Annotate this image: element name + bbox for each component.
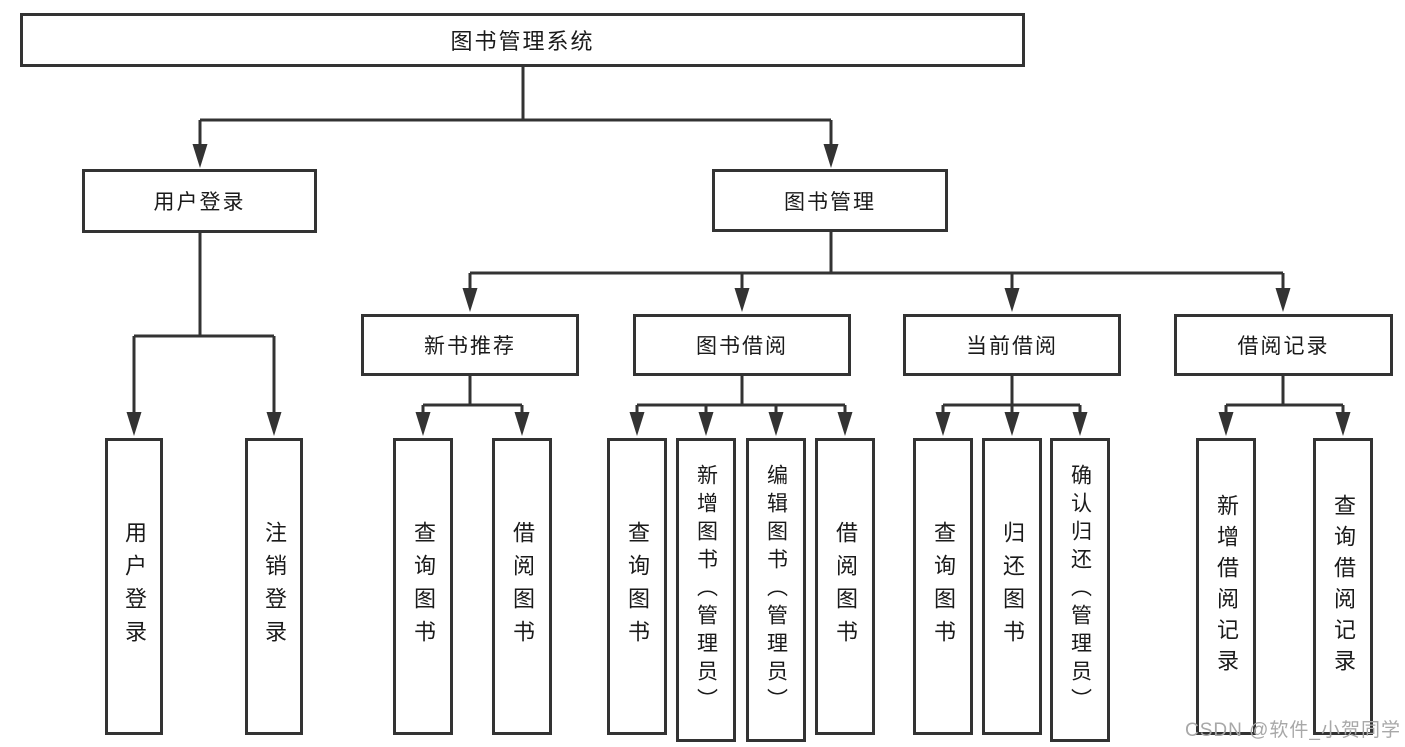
leaf-query-books: 查询图书 (913, 438, 973, 735)
node-new-book-recommendation: 新书推荐 (361, 314, 579, 376)
leaf-query-books: 查询图书 (607, 438, 667, 735)
leaf-query-borrow-record: 查询借阅记录 (1313, 438, 1373, 735)
leaf-add-book-admin: 新增图书（管理员） (676, 438, 736, 742)
leaf-borrow-book: 借阅图书 (492, 438, 552, 735)
leaf-logout: 注销登录 (245, 438, 303, 735)
leaf-user-login: 用户登录 (105, 438, 163, 735)
leaf-add-borrow-record: 新增借阅记录 (1196, 438, 1256, 735)
node-book-borrowing: 图书借阅 (633, 314, 851, 376)
node-system-root: 图书管理系统 (20, 13, 1025, 67)
leaf-query-books: 查询图书 (393, 438, 453, 735)
leaf-confirm-return-admin: 确认归还（管理员） (1050, 438, 1110, 742)
leaf-return-book: 归还图书 (982, 438, 1042, 735)
node-user-login: 用户登录 (82, 169, 317, 233)
csdn-watermark: CSDN @软件_小贺同学 (1185, 720, 1401, 741)
node-book-management: 图书管理 (712, 169, 948, 232)
node-current-borrowing: 当前借阅 (903, 314, 1121, 376)
leaf-borrow-book: 借阅图书 (815, 438, 875, 735)
leaf-edit-book-admin: 编辑图书（管理员） (746, 438, 806, 742)
node-borrowing-records: 借阅记录 (1174, 314, 1393, 376)
